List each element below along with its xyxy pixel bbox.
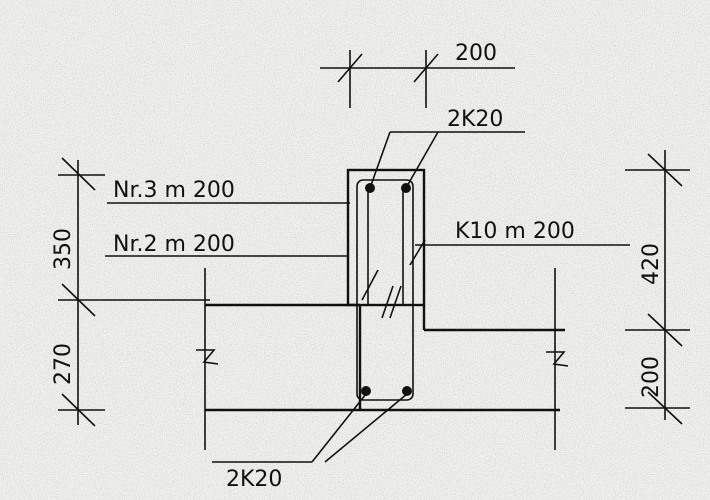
right-lower-dimension: 200 bbox=[639, 356, 664, 398]
right-break-mark bbox=[546, 351, 569, 367]
left-break-mark bbox=[196, 349, 219, 365]
stirrup bbox=[356, 179, 414, 401]
right-upper-dimension: 420 bbox=[639, 243, 664, 285]
left-upper-dimension: 350 bbox=[51, 228, 76, 270]
bottom-rebar-left bbox=[361, 386, 371, 396]
right-height-dimension: 420 200 bbox=[625, 150, 690, 425]
slab-outline bbox=[196, 268, 569, 450]
left-lower-dimension: 270 bbox=[51, 343, 76, 385]
top-width-label: 200 bbox=[455, 41, 497, 66]
annotation-leaders: 2K20 Nr.3 m 200 Nr.2 m 200 K10 m 200 2K2… bbox=[105, 107, 630, 492]
beam-section bbox=[346, 168, 426, 410]
top-bars-label: 2K20 bbox=[447, 107, 503, 132]
stirrup-label: K10 m 200 bbox=[455, 219, 575, 244]
top-width-dimension: 200 bbox=[320, 41, 515, 108]
bottom-bars-label: 2K20 bbox=[226, 467, 282, 492]
bar-nr3-label: Nr.3 m 200 bbox=[113, 178, 235, 203]
bar-nr2-label: Nr.2 m 200 bbox=[113, 232, 235, 257]
left-height-dimension: 350 270 bbox=[51, 157, 210, 427]
bottom-rebar-right bbox=[402, 386, 412, 396]
